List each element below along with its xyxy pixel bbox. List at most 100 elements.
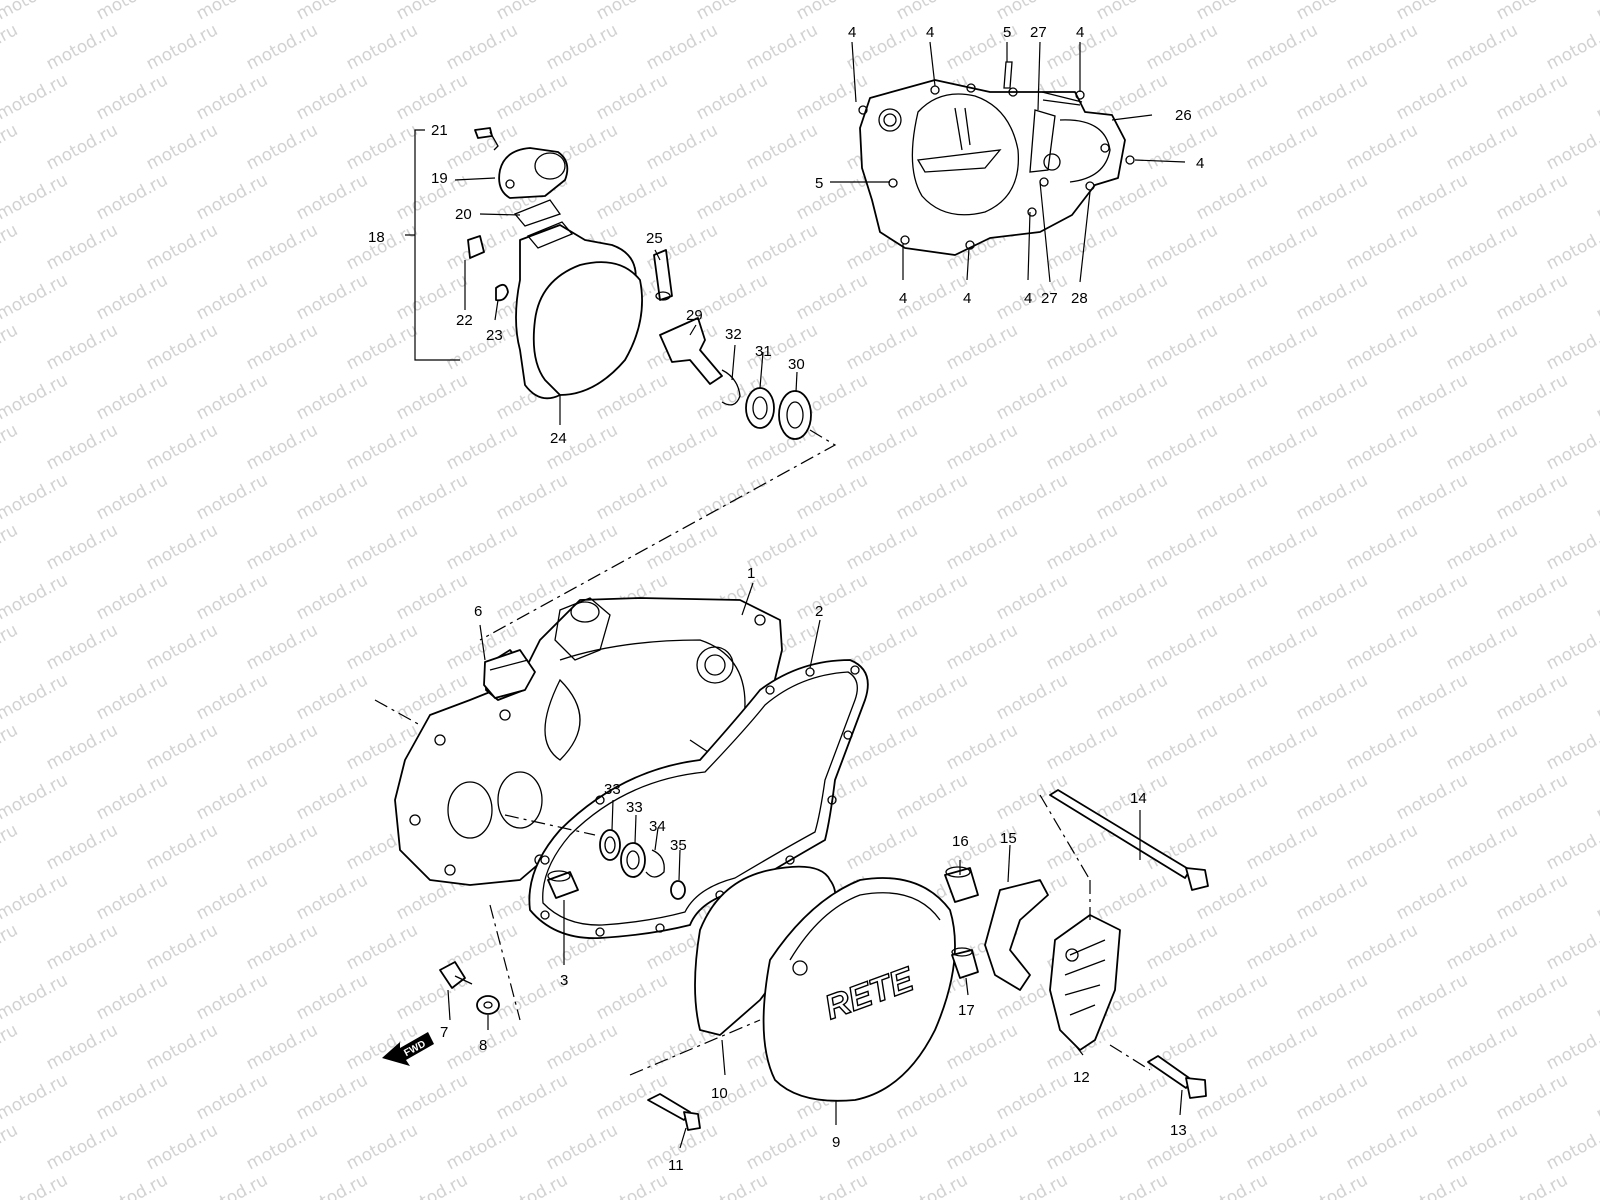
- watermark-text: motod.ru: [1393, 1070, 1471, 1124]
- watermark-text: motod.ru: [1293, 270, 1371, 324]
- watermark-text: motod.ru: [1343, 520, 1421, 574]
- watermark-text: motod.ru: [1543, 620, 1600, 674]
- watermark-text: motod.ru: [1193, 170, 1271, 224]
- watermark-text: motod.ru: [343, 620, 421, 674]
- watermark-text: motod.ru: [643, 120, 721, 174]
- watermark-text: motod.ru: [143, 820, 221, 874]
- callout-23: 23: [486, 327, 503, 344]
- watermark-text: motod.ru: [293, 370, 371, 424]
- watermark-text: motod.ru: [1543, 420, 1600, 474]
- watermark-text: motod.ru: [943, 1120, 1021, 1174]
- watermark-text: motod.ru: [1243, 120, 1321, 174]
- watermark-text: motod.ru: [1043, 1120, 1121, 1174]
- watermark-text: motod.ru: [1043, 320, 1121, 374]
- watermark-text: motod.ru: [1443, 1120, 1521, 1174]
- watermark-text: motod.ru: [1543, 220, 1600, 274]
- watermark-text: motod.ru: [493, 470, 571, 524]
- callout-5: 5: [1003, 24, 1011, 41]
- callout-28: 28: [1071, 290, 1088, 307]
- watermark-text: motod.ru: [143, 720, 221, 774]
- watermark-text: motod.ru: [0, 770, 71, 824]
- watermark-text: motod.ru: [93, 1170, 171, 1200]
- watermark-text: motod.ru: [793, 570, 871, 624]
- watermark-text: motod.ru: [1243, 320, 1321, 374]
- watermark-text: motod.ru: [0, 1020, 21, 1074]
- watermark-text: motod.ru: [193, 770, 271, 824]
- watermark-text: motod.ru: [0, 170, 71, 224]
- watermark-text: motod.ru: [1293, 470, 1371, 524]
- watermark-text: motod.ru: [193, 470, 271, 524]
- callout-4: 4: [963, 290, 971, 307]
- callout-20: 20: [455, 206, 472, 223]
- watermark-text: motod.ru: [1493, 870, 1571, 924]
- watermark-text: motod.ru: [893, 370, 971, 424]
- watermark-text: motod.ru: [193, 570, 271, 624]
- callout-35: 35: [670, 837, 687, 854]
- watermark-text: motod.ru: [1393, 970, 1471, 1024]
- watermark-text: motod.ru: [1393, 470, 1471, 524]
- watermark-text: motod.ru: [143, 420, 221, 474]
- watermark-text: motod.ru: [93, 470, 171, 524]
- watermark-text: motod.ru: [1543, 1120, 1600, 1174]
- callout-29: 29: [686, 307, 703, 324]
- watermark-text: motod.ru: [1593, 0, 1600, 24]
- watermark-text: motod.ru: [993, 1170, 1071, 1200]
- watermark-text: motod.ru: [0, 970, 71, 1024]
- callout-8: 8: [479, 1037, 487, 1054]
- watermark-text: motod.ru: [1493, 170, 1571, 224]
- watermark-text: motod.ru: [1243, 20, 1321, 74]
- watermark-text: motod.ru: [143, 620, 221, 674]
- watermark-text: motod.ru: [1593, 570, 1600, 624]
- watermark-text: motod.ru: [43, 820, 121, 874]
- watermark-text: motod.ru: [0, 370, 71, 424]
- inner-cover-diagram: [858, 61, 1135, 256]
- watermark-text: motod.ru: [543, 1120, 621, 1174]
- watermark-text: motod.ru: [0, 220, 21, 274]
- watermark-text: motod.ru: [343, 420, 421, 474]
- watermark-text: motod.ru: [193, 1170, 271, 1200]
- watermark-text: motod.ru: [743, 120, 821, 174]
- watermark-text: motod.ru: [693, 70, 771, 124]
- watermark-text: motod.ru: [143, 1020, 221, 1074]
- watermark-text: motod.ru: [93, 770, 171, 824]
- callout-13: 13: [1170, 1122, 1187, 1139]
- watermark-text: motod.ru: [143, 220, 221, 274]
- watermark-text: motod.ru: [1093, 1170, 1171, 1200]
- watermark-text: motod.ru: [193, 1070, 271, 1124]
- watermark-text: motod.ru: [193, 270, 271, 324]
- callout-33: 33: [604, 781, 621, 798]
- watermark-text: motod.ru: [1493, 0, 1571, 24]
- watermark-text: motod.ru: [493, 70, 571, 124]
- watermark-text: motod.ru: [1543, 20, 1600, 74]
- watermark-text: motod.ru: [1393, 270, 1471, 324]
- watermark-text: motod.ru: [43, 20, 121, 74]
- watermark-text: motod.ru: [1393, 570, 1471, 624]
- watermark-text: motod.ru: [243, 520, 321, 574]
- callout-31: 31: [755, 343, 772, 360]
- watermark-text: motod.ru: [1393, 170, 1471, 224]
- watermark-text: motod.ru: [1593, 1070, 1600, 1124]
- watermark-text: motod.ru: [593, 470, 671, 524]
- watermark-text: motod.ru: [293, 770, 371, 824]
- watermark-text: motod.ru: [43, 420, 121, 474]
- watermark-text: motod.ru: [1493, 570, 1571, 624]
- callout-32: 32: [725, 326, 742, 343]
- watermark-text: motod.ru: [293, 1170, 371, 1200]
- callout-4: 4: [1196, 155, 1204, 172]
- watermark-text: motod.ru: [1343, 220, 1421, 274]
- right-side-parts: [647, 789, 1209, 1131]
- watermark-text: motod.ru: [0, 920, 21, 974]
- watermark-text: motod.ru: [1293, 0, 1371, 24]
- callout-12: 12: [1073, 1069, 1090, 1086]
- watermark-text: motod.ru: [543, 520, 621, 574]
- watermark-text: motod.ru: [93, 1070, 171, 1124]
- watermark-text: motod.ru: [143, 120, 221, 174]
- watermark-text: motod.ru: [393, 1170, 471, 1200]
- watermark-text: motod.ru: [1493, 1070, 1571, 1124]
- watermark-text: motod.ru: [443, 1120, 521, 1174]
- watermark-text: motod.ru: [1093, 270, 1171, 324]
- watermark-text: motod.ru: [943, 620, 1021, 674]
- watermark-text: motod.ru: [293, 170, 371, 224]
- watermark-text: motod.ru: [593, 170, 671, 224]
- watermark-text: motod.ru: [0, 320, 21, 374]
